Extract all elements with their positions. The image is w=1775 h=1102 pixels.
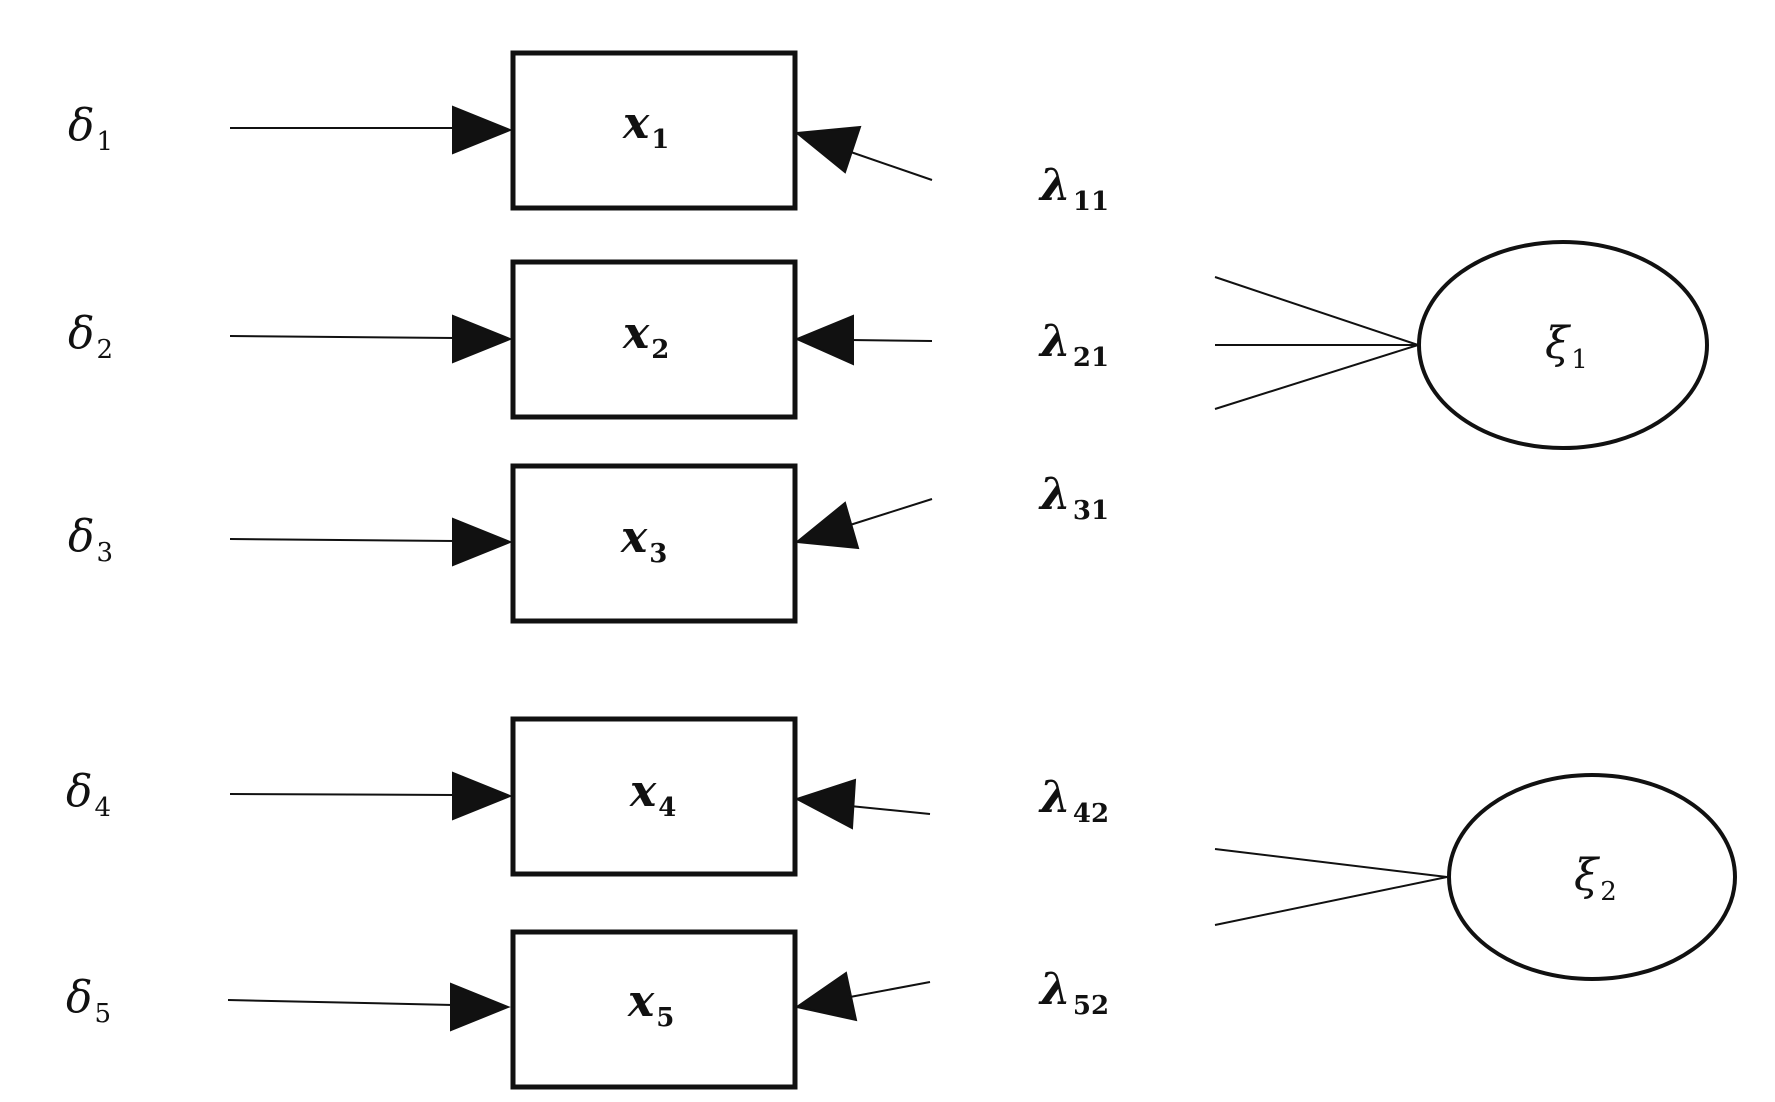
loading-arrow-11-head (794, 125, 862, 174)
loading-subscript: 11 (1072, 187, 1110, 217)
factor-lines (1214, 276, 1448, 926)
error-term-label-4: δ4 (66, 770, 112, 823)
error-term-subscript: 3 (96, 538, 114, 568)
factor1-line-a (1214, 276, 1419, 346)
latent-factor-symbol: ξ (1545, 318, 1570, 369)
factor2-line-b (1214, 876, 1448, 926)
loading-symbol: λ (1040, 316, 1071, 367)
indicator-box-x5 (510, 929, 798, 1090)
loading-subscript: 52 (1072, 991, 1110, 1021)
loading-arrows (794, 125, 933, 1022)
loading-subscript: 42 (1072, 799, 1110, 829)
error-term-label-1: δ1 (68, 104, 114, 157)
indicator-label-2: x2 (623, 312, 670, 365)
loading-symbol: λ (1040, 469, 1071, 520)
loading-arrow-21-head (794, 314, 854, 366)
loading-label-21: λ21 (1040, 320, 1110, 373)
latent-factor-symbol: ξ (1574, 850, 1599, 901)
error-term-symbol: δ (68, 308, 95, 359)
loading-arrow-31-shaft (849, 498, 933, 526)
error-term-label-5: δ5 (66, 976, 112, 1029)
error-arrow-2-shaft (229, 335, 456, 339)
error-term-symbol: δ (68, 100, 95, 151)
indicator-label-1: x1 (623, 102, 670, 155)
error-arrow-2-head (452, 314, 513, 364)
indicator-subscript: 2 (651, 335, 670, 365)
indicator-box-x2 (510, 259, 798, 420)
indicator-symbol: x (628, 976, 655, 1027)
loading-arrow-21-shaft (849, 339, 933, 342)
loading-arrow-52-head (794, 971, 858, 1022)
indicator-box-x4 (510, 716, 798, 877)
loading-label-42: λ42 (1040, 776, 1110, 829)
latent-factor-xi1 (1417, 240, 1709, 450)
loading-subscript: 21 (1072, 343, 1110, 373)
error-term-symbol: δ (66, 766, 93, 817)
latent-factor-subscript: 2 (1600, 877, 1617, 907)
error-term-label-3: δ3 (68, 515, 114, 568)
latent-factor-xi2 (1447, 773, 1737, 981)
error-term-label-2: δ2 (68, 312, 114, 365)
latent-factor-label-1: ξ1 (1545, 322, 1588, 375)
error-arrow-5-head (450, 982, 511, 1032)
error-arrow-3-shaft (229, 538, 456, 542)
loading-symbol: λ (1040, 772, 1071, 823)
indicator-subscript: 5 (656, 1003, 675, 1033)
loading-arrow-42-shaft (849, 805, 931, 815)
loading-arrow-31-head (794, 501, 860, 550)
loading-symbol: λ (1040, 964, 1071, 1015)
loading-symbol: λ (1040, 160, 1071, 211)
indicator-subscript: 4 (658, 793, 677, 823)
error-arrow-4-shaft (229, 793, 456, 796)
error-arrow-4-head (452, 771, 513, 821)
loading-label-11: λ11 (1040, 164, 1110, 217)
latent-factor-subscript: 1 (1571, 345, 1588, 375)
loading-subscript: 31 (1072, 496, 1110, 526)
loading-arrow-11-shaft (844, 149, 933, 181)
indicator-symbol: x (630, 766, 657, 817)
indicator-label-3: x3 (621, 516, 668, 569)
indicator-subscript: 3 (649, 539, 668, 569)
indicator-box-x1 (510, 50, 798, 211)
error-term-subscript: 4 (94, 793, 112, 823)
indicator-symbol: x (623, 308, 650, 359)
indicator-label-4: x4 (630, 770, 677, 823)
indicator-symbol: x (623, 98, 650, 149)
error-term-symbol: δ (66, 972, 93, 1023)
factor2-line-a (1214, 848, 1448, 878)
indicator-box-x3 (510, 463, 798, 624)
loading-label-31: λ31 (1040, 473, 1110, 526)
error-arrow-3-head (452, 517, 513, 567)
error-term-subscript: 1 (96, 127, 114, 157)
error-arrows (227, 105, 513, 1032)
error-term-subscript: 2 (96, 335, 114, 365)
latent-factor-label-2: ξ2 (1574, 854, 1617, 907)
factor1-line-c (1214, 344, 1419, 410)
indicator-symbol: x (621, 512, 648, 563)
error-arrow-5-shaft (227, 999, 454, 1006)
loading-label-52: λ52 (1040, 968, 1110, 1021)
error-term-subscript: 5 (94, 999, 112, 1029)
indicator-label-5: x5 (628, 980, 675, 1033)
loading-arrow-42-head (794, 778, 857, 830)
indicator-subscript: 1 (651, 125, 670, 155)
error-arrow-1-head (452, 105, 513, 155)
error-term-symbol: δ (68, 511, 95, 562)
loading-arrow-52-shaft (849, 981, 931, 998)
